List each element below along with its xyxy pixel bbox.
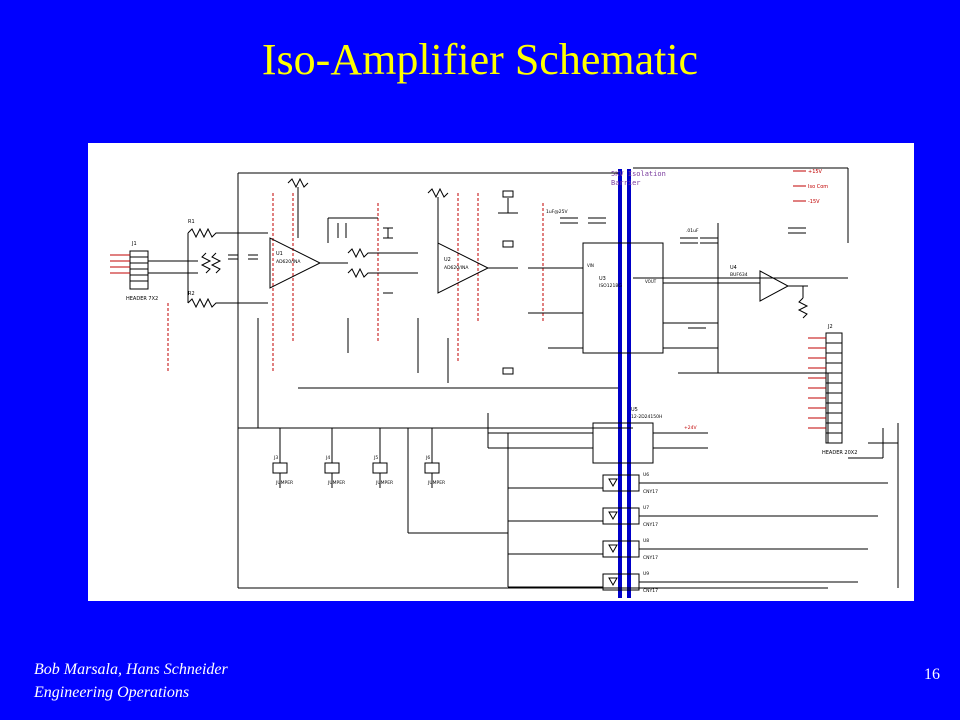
top-capacitors [560,217,806,329]
j2-type-label: HEADER 20X2 [822,450,857,456]
schematic-diagram: 5KV Isolation Barrier [88,143,914,601]
u4-part-label: BUF634 [730,272,748,278]
mid-resistors [327,217,418,294]
opto-u7-ref: U7 [643,505,649,511]
page-number: 16 [924,666,940,683]
left-feed-lines [257,318,509,587]
power-labels: +15V Iso Com -15V [793,169,828,205]
jumper-j3-ref: J3 [273,455,278,461]
cap-label-top-right: .01uF [686,228,699,234]
footer-department: Engineering Operations [34,684,190,701]
u1-part-label: AD620/INA [276,259,301,265]
jumper-j6-label: JUMPER [427,480,445,486]
u3-ref-label: U3 [599,276,606,282]
input-resistors [187,227,268,309]
opto-u9-ref: U9 [643,571,649,577]
j1-type-label: HEADER 7X2 [126,296,158,302]
jumper-j5-label: JUMPER [375,480,393,486]
opto-u6-part: CNY17 [643,489,658,495]
u1-amplifier: U1 AD620/INA [269,177,348,289]
net-label-p24v: +24V [684,425,697,431]
footer-author: Bob Marsala, Hans Schneider [34,661,228,678]
net-label-p15v: +15V [808,169,823,175]
jumper-j4-ref: J4 [325,455,330,461]
u3-vout-pin: VOUT [645,279,657,284]
u5-dcdc-converter: U5 12-2D24150H +24V [488,407,708,464]
j1-header: J1 HEADER 7X2 [110,241,198,302]
jumper-j6-ref: J6 [425,455,430,461]
power-bus-lines [237,167,899,589]
r2-label: R2 [188,291,195,297]
opto-u8-part: CNY17 [643,555,658,561]
j2-header: J2 HEADER 20X2 [808,324,857,456]
opto-u9-part: CNY17 [643,588,658,594]
jumper-row [272,428,440,488]
net-label-iso: Iso Com [808,184,828,190]
j1-ref-label: J1 [131,241,137,247]
optocoupler-column [508,474,888,591]
u5-ref-label: U5 [631,407,638,413]
isolation-barrier: 5KV Isolation Barrier [611,169,666,598]
opto-u7-part: CNY17 [643,522,658,528]
r1-label: R1 [188,219,195,225]
u5-part-label: 12-2D24150H [631,414,662,420]
u2-part-label: AD620/INA [444,265,469,271]
u2-amplifier: U2 AD620/INA [427,187,518,375]
j2-ref-label: J2 [827,324,833,330]
u2-ref-label: U2 [444,257,451,263]
net-label-m15v: -15V [808,199,820,205]
isolation-label-line1: 5KV Isolation [611,170,666,178]
cap-label-top-left: 1uF@25V [546,209,569,215]
u3-vin-pin: VIN [587,263,594,268]
u4-ref-label: U4 [730,265,737,271]
opto-u8-ref: U8 [643,538,649,544]
jumper-j3-label: JUMPER [275,480,293,486]
u4-buffer: U4 BUF634 [718,265,809,319]
u1-ref-label: U1 [276,251,283,257]
jumper-j5-ref: J5 [373,455,378,461]
schematic-figure: 5KV Isolation Barrier [88,143,914,601]
opto-u6-ref: U6 [643,472,649,478]
isolation-label-line2: Barrier [611,179,641,187]
slide-title: Iso-Amplifier Schematic [261,35,699,84]
jumper-j4-label: JUMPER [327,480,345,486]
u3-part-label: ISO121BG [599,283,622,289]
